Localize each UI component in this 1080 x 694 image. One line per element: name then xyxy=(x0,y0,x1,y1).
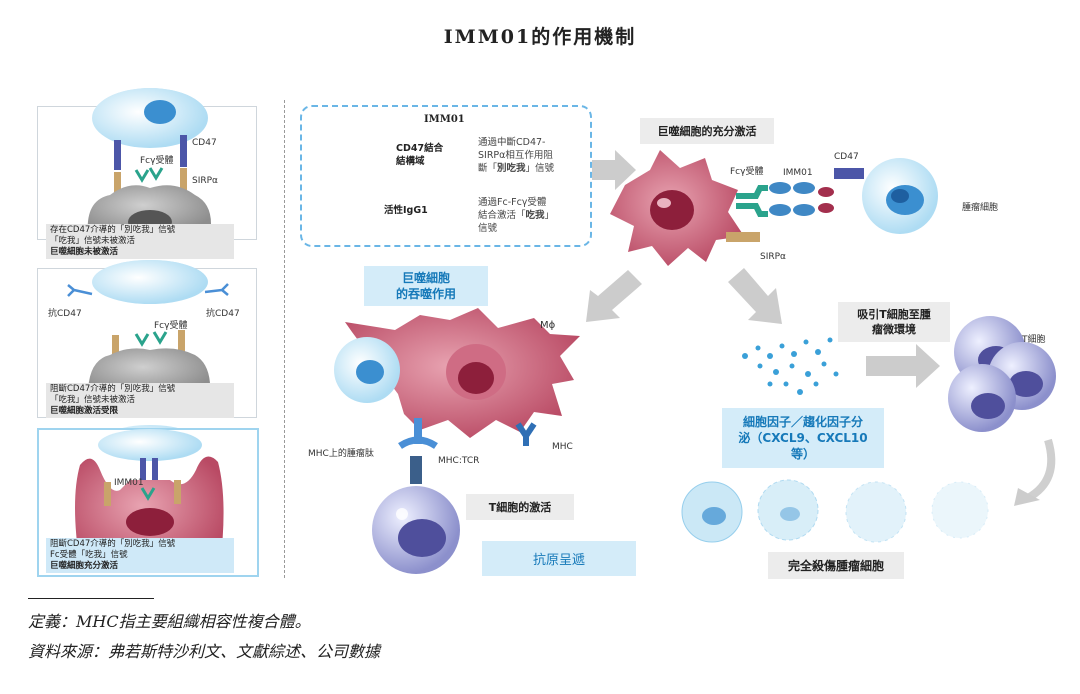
cytokine-dots xyxy=(742,337,839,395)
top-fcgr-label: Fcγ受體 xyxy=(730,167,764,177)
mhc-tcr-label: MHC:TCR xyxy=(438,456,480,466)
kill-tumor-label: 完全殺傷腫瘤細胞 xyxy=(768,552,904,579)
p1-fcgr-label: Fcγ受體 xyxy=(140,156,174,166)
top-imm01-label: IMM01 xyxy=(783,168,813,178)
igg1-label: 活性IgG1 xyxy=(384,205,428,216)
tcell-bottom xyxy=(372,486,460,574)
p2-caption: 阻斷CD47介導的「別吃我」信號 「吃我」信號未被激活 巨噬細胞激活受限 xyxy=(46,383,234,418)
p2-fcgr-label: Fcγ受體 xyxy=(154,321,188,331)
cd47-binding-label: CD47結合結構域 xyxy=(396,143,444,167)
p2-anti-left: 抗CD47 xyxy=(48,309,82,319)
heading-phagocytosis: 巨噬細胞 的吞噬作用 xyxy=(364,266,488,306)
p3-caption: 阻斷CD47介導的「別吃我」信號 Fc受體「吃我」信號 巨噬細胞充分激活 xyxy=(46,538,234,573)
macrophage-phagocytosis xyxy=(334,308,580,484)
flow-arrows xyxy=(586,150,1056,506)
macrophage-activated xyxy=(610,150,864,266)
page-title: IMM01的作用機制 xyxy=(443,26,637,48)
imm01-box-title: IMM01 xyxy=(424,114,465,125)
p1-sirpa-label: SIRPα xyxy=(192,176,218,186)
igg1-desc: 通過Fc-Fcγ受體 結合激活「吃我」 信號 xyxy=(478,197,555,234)
mphi-label: Mϕ xyxy=(540,320,556,331)
tcell-label: T細胞 xyxy=(1022,335,1046,345)
tumor-cell-label: 腫瘤細胞 xyxy=(962,203,999,213)
heading-full-activation: 巨噬細胞的充分激活 xyxy=(640,118,774,144)
top-sirpa-label: SIRPα xyxy=(760,252,786,262)
imm01-structure-box xyxy=(300,105,592,247)
p1-cd47-label: CD47 xyxy=(192,138,217,148)
mhc-label: MHC xyxy=(552,442,573,452)
cd47-desc: 通過中斷CD47- SIRPα相互作用阻 斷「別吃我」信號 xyxy=(478,137,555,174)
killed-tumor-cells xyxy=(681,479,989,543)
cytokine-secretion-label: 細胞因子／趨化因子分 泌（CXCL9、CXCL10 等） xyxy=(722,408,884,468)
dashed-divider xyxy=(284,100,285,578)
footnote-source: 資料來源：弗若斯特沙利文、文獻綜述、公司數據 xyxy=(28,642,381,661)
top-cd47-label: CD47 xyxy=(834,152,859,162)
p2-anti-right: 抗CD47 xyxy=(206,309,240,319)
footnote-definition: 定義：MHC指主要組織相容性複合體。 xyxy=(28,612,311,631)
tumor-cell-top xyxy=(862,158,938,234)
footnote-rule xyxy=(28,598,154,599)
tcell-activation-label: T細胞的激活 xyxy=(466,494,574,520)
mhc-tumor-peptide-label: MHC上的腫瘤肽 xyxy=(308,449,374,459)
tcells-cluster xyxy=(948,316,1056,432)
antigen-presentation-label: 抗原呈遞 xyxy=(482,541,636,576)
p1-caption: 存在CD47介導的「別吃我」信號 「吃我」信號未被激活 巨噬細胞未被激活 xyxy=(46,224,234,259)
p3-imm01-label: IMM01 xyxy=(114,478,144,488)
attract-tcells-label: 吸引T細胞至腫 瘤微環境 xyxy=(838,302,950,342)
